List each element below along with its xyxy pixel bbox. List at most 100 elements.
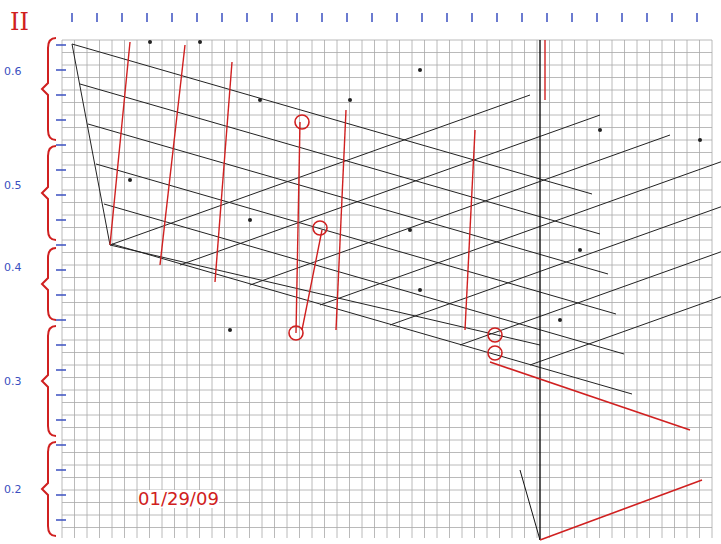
axis-tick — [546, 13, 548, 22]
axis-label: 0.6 — [4, 66, 22, 77]
date-note: 01/29/09 — [138, 490, 219, 508]
mesh-point — [578, 248, 582, 252]
bracket — [42, 38, 56, 140]
sheet-number: II — [10, 10, 29, 34]
grid-line — [62, 102, 712, 103]
bracket — [42, 442, 56, 536]
axis-tick — [56, 44, 66, 46]
axis-tick — [571, 13, 573, 22]
axis-tick — [56, 144, 66, 146]
mesh-line — [460, 195, 721, 345]
red-line — [336, 110, 346, 330]
mesh-line — [250, 135, 670, 285]
mesh-point — [128, 178, 132, 182]
grid-line — [62, 440, 712, 441]
axis-label: 0.2 — [4, 484, 22, 495]
grid-line — [62, 140, 712, 141]
axis-label: 0.5 — [4, 180, 22, 191]
grid-line — [62, 340, 712, 341]
axis-tick — [56, 519, 66, 521]
red-line — [160, 45, 185, 265]
axis-tick — [321, 13, 323, 22]
axis-tick — [246, 13, 248, 22]
mesh-line — [530, 215, 721, 365]
axis-tick — [296, 13, 298, 22]
grid-line — [62, 452, 712, 453]
red-line — [540, 480, 702, 540]
grid-line — [62, 527, 712, 528]
grid-line — [62, 90, 712, 91]
mesh-point — [148, 40, 152, 44]
axis-tick — [271, 13, 273, 22]
axis-tick — [646, 13, 648, 22]
axis-tick — [171, 13, 173, 22]
mesh-line — [180, 115, 600, 265]
axis-tick — [56, 69, 66, 71]
grid-line — [62, 177, 712, 178]
axis-tick — [56, 294, 66, 296]
red-line — [465, 130, 475, 330]
mesh-line — [110, 95, 530, 245]
axis-tick — [421, 13, 423, 22]
axis-tick — [56, 94, 66, 96]
grid — [62, 40, 712, 538]
axis-tick — [346, 13, 348, 22]
red-circle — [488, 328, 502, 342]
mesh-point — [228, 328, 232, 332]
axis-tick — [56, 119, 66, 121]
red-line — [215, 62, 232, 282]
grid-line — [62, 65, 712, 66]
axis-tick — [56, 444, 66, 446]
axis-label: 0.3 — [4, 376, 22, 387]
grid-line — [62, 327, 712, 328]
grid-line — [62, 165, 712, 166]
mesh-point — [258, 98, 262, 102]
axis-tick — [56, 169, 66, 171]
mesh-point — [408, 228, 412, 232]
red-circle — [289, 326, 303, 340]
grid-line — [62, 377, 712, 378]
grid-line — [62, 477, 712, 478]
axis-tick — [596, 13, 598, 22]
grid-line — [62, 515, 712, 516]
axis-tick — [56, 344, 66, 346]
axis-tick — [471, 13, 473, 22]
grid-line — [62, 315, 712, 316]
grid-line — [62, 115, 712, 116]
axis-tick — [56, 369, 66, 371]
axis-tick — [121, 13, 123, 22]
axis-tick — [56, 219, 66, 221]
grid-line — [62, 40, 712, 41]
mesh-line — [390, 175, 721, 325]
vertical-line — [539, 40, 540, 540]
mesh-line — [320, 155, 721, 305]
red-line — [110, 42, 130, 245]
red-line — [296, 122, 300, 333]
grid-line — [62, 240, 712, 241]
red-circle — [488, 346, 502, 360]
grid-line — [62, 415, 712, 416]
mesh-line — [96, 164, 616, 314]
axis-tick — [196, 13, 198, 22]
bracket — [42, 146, 56, 240]
axis-tick — [146, 13, 148, 22]
mesh-point — [598, 128, 602, 132]
axis-tick — [671, 13, 673, 22]
axis-tick — [56, 194, 66, 196]
grid-line — [62, 402, 712, 403]
red-line — [302, 230, 322, 330]
mesh-line — [104, 204, 624, 354]
grid-line — [62, 365, 712, 366]
red-circle — [295, 115, 309, 129]
axis-tick — [446, 13, 448, 22]
axis-tick — [371, 13, 373, 22]
axis-label: 0.4 — [4, 262, 22, 273]
grid-line — [62, 77, 712, 78]
axis-tick — [56, 269, 66, 271]
axis-tick — [696, 13, 698, 22]
bracket — [42, 248, 56, 320]
bracket — [42, 326, 56, 436]
grid-line — [62, 390, 712, 391]
